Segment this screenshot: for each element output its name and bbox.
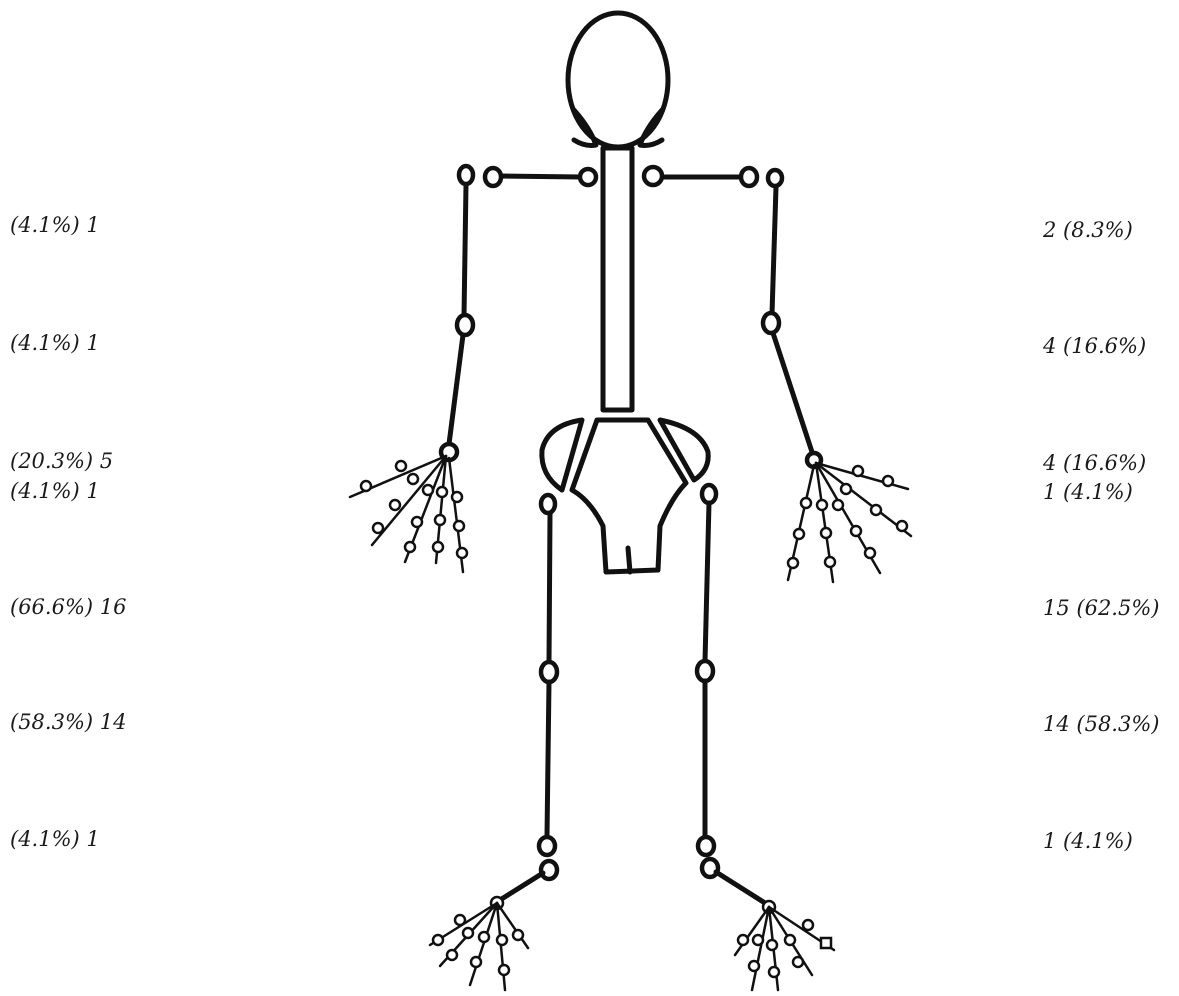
label-right-wrist: 4 (16.6%) — [1043, 451, 1146, 475]
label-right-ankle: 1 (4.1%) — [1043, 829, 1133, 853]
arm-right — [763, 187, 821, 467]
leg-left — [539, 495, 557, 879]
label-right-knee: 14 (58.3%) — [1043, 712, 1160, 736]
label-left-shoulder: (4.1%) 1 — [10, 213, 100, 237]
label-right-shoulder: 2 (8.3%) — [1043, 218, 1133, 242]
label-left-wrist: (20.3%) 5 — [10, 449, 113, 473]
clavicle-left — [459, 166, 596, 186]
label-left-knee: (58.3%) 14 — [10, 710, 127, 734]
clavicle-right — [644, 167, 782, 186]
hand-right — [788, 463, 911, 582]
foot-left — [430, 873, 543, 990]
label-right-hand: 1 (4.1%) — [1043, 480, 1133, 504]
leg-right — [697, 485, 718, 877]
skull — [568, 13, 668, 147]
label-right-hip: 15 (62.5%) — [1043, 596, 1160, 620]
pelvis — [542, 420, 708, 572]
foot-right — [716, 872, 834, 990]
hand-left — [350, 456, 467, 572]
arm-left — [441, 185, 473, 460]
label-right-elbow: 4 (16.6%) — [1043, 334, 1146, 358]
label-left-hand: (4.1%) 1 — [10, 479, 100, 503]
spine — [603, 148, 632, 410]
label-left-elbow: (4.1%) 1 — [10, 331, 100, 355]
label-left-ankle: (4.1%) 1 — [10, 827, 100, 851]
label-left-hip: (66.6%) 16 — [10, 595, 127, 619]
